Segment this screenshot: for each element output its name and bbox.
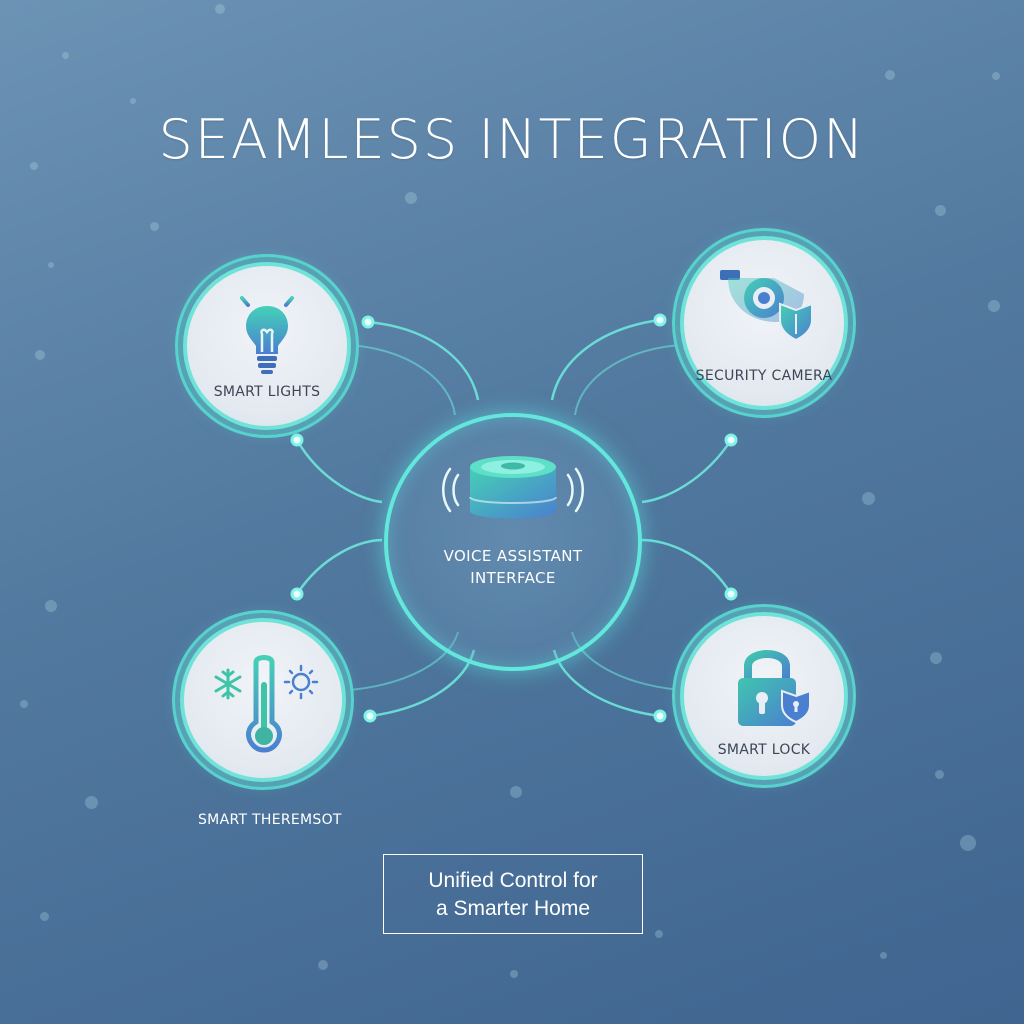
node-label-smart-thermostat: SMART THEREMSOT: [198, 812, 342, 828]
tagline-line2: a Smarter Home: [435, 897, 591, 920]
link-camera-inner: [641, 439, 733, 504]
node-dot: [363, 709, 377, 723]
voice-assistant-hub[interactable]: VOICE ASSISTANT INTERFACE: [384, 413, 642, 671]
link-lights-inner: [295, 439, 383, 504]
light-bulb-icon: [230, 286, 304, 374]
node-smart-thermostat[interactable]: [180, 618, 346, 782]
node-security-camera[interactable]: SECURITY CAMERA: [680, 236, 848, 410]
sun-icon: [283, 664, 319, 700]
node-dot: [361, 315, 375, 329]
thermometer-icon: [214, 655, 319, 753]
link-lock-outer: [641, 538, 733, 595]
hub-label: VOICE ASSISTANT INTERFACE: [388, 545, 638, 589]
tagline-box: Unified Control for a Smarter Home: [383, 854, 643, 934]
node-smart-lights[interactable]: SMART LIGHTS: [183, 262, 351, 430]
node-dot: [290, 587, 304, 601]
node-smart-lock[interactable]: SMART LOCK: [680, 612, 848, 780]
hub-label-line2: INTERFACE: [470, 569, 556, 587]
smart-speaker-icon: [442, 456, 584, 519]
node-dot: [653, 709, 667, 723]
link-lights-outer: [367, 320, 480, 401]
node-dot: [724, 433, 738, 447]
page-title: SEAMLESS INTEGRATION: [158, 108, 866, 171]
sound-waves-icon: [442, 467, 584, 513]
node-label: SMART LOCK: [717, 742, 811, 758]
node-label: SMART LIGHTS: [213, 384, 321, 400]
snowflake-icon: [214, 668, 242, 700]
security-camera-icon: [720, 270, 813, 342]
node-dot: [290, 433, 304, 447]
link-camera-outer: [550, 318, 661, 401]
node-dot: [724, 587, 738, 601]
node-label: SECURITY CAMERA: [695, 368, 833, 384]
hub-label-line1: VOICE ASSISTANT: [443, 547, 583, 565]
node-dot: [653, 313, 667, 327]
tagline-line1: Unified Control for: [428, 869, 598, 892]
padlock-icon: [738, 650, 811, 726]
link-thermo-outer: [295, 538, 383, 595]
